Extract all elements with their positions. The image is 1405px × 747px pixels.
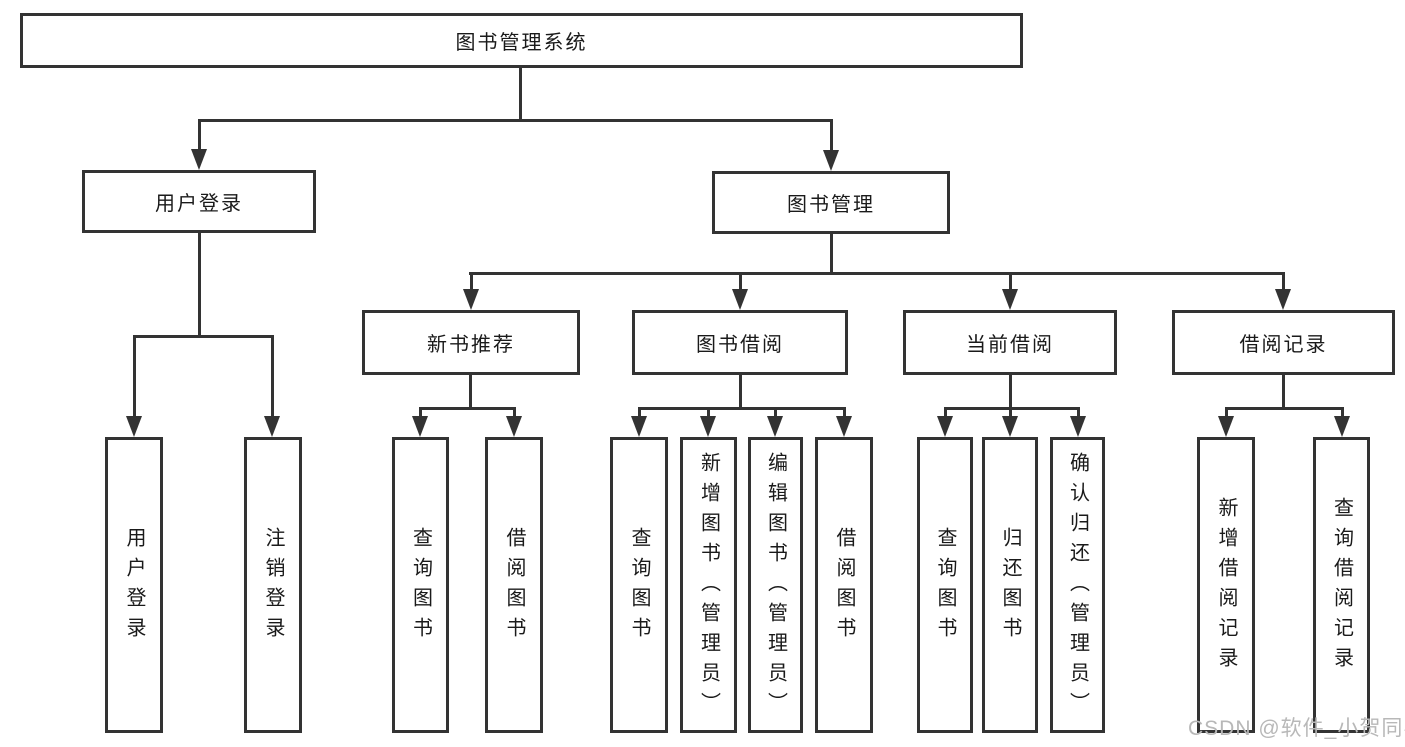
connector-line <box>419 407 422 419</box>
node-borrowing-records: 借阅记录 <box>1172 310 1395 375</box>
node-new-book-recommendation: 新书推荐 <box>362 310 580 375</box>
connector-line <box>469 375 472 407</box>
leaf-query-books-borrowing: 查询图书 <box>610 437 668 733</box>
csdn-watermark: CSDN @软件_小贺同学 <box>1188 717 1405 740</box>
connector-line <box>843 407 846 419</box>
arrow-down-icon <box>631 416 647 437</box>
leaf-query-books-recommend: 查询图书 <box>392 437 449 733</box>
leaf-query-borrow-record: 查询借阅记录 <box>1313 437 1370 733</box>
leaf-confirm-return-admin: 确认归还（管理员） <box>1050 437 1105 733</box>
connector-line <box>1282 272 1285 294</box>
arrow-down-icon <box>506 416 522 437</box>
leaf-edit-book-admin: 编辑图书（管理员） <box>748 437 803 733</box>
node-current-borrowing: 当前借阅 <box>903 310 1117 375</box>
arrow-down-icon <box>767 416 783 437</box>
arrow-down-icon <box>264 416 280 437</box>
connector-line <box>1009 407 1012 419</box>
connector-line <box>198 233 201 335</box>
arrow-down-icon <box>1275 289 1291 310</box>
connector-line <box>1009 272 1012 294</box>
leaf-add-borrow-record: 新增借阅记录 <box>1197 437 1255 733</box>
node-library-management-system: 图书管理系统 <box>20 13 1023 68</box>
connector-line <box>739 272 742 294</box>
arrow-down-icon <box>126 416 142 437</box>
leaf-user-login: 用户登录 <box>105 437 163 733</box>
arrow-down-icon <box>1334 416 1350 437</box>
arrow-down-icon <box>823 150 839 171</box>
connector-line <box>830 234 833 272</box>
connector-line <box>1341 407 1344 419</box>
connector-line <box>739 375 742 407</box>
node-book-management: 图书管理 <box>712 171 950 234</box>
leaf-logout: 注销登录 <box>244 437 302 733</box>
connector-line <box>830 119 833 151</box>
leaf-return-books: 归还图书 <box>982 437 1038 733</box>
arrow-down-icon <box>1218 416 1234 437</box>
leaf-borrow-books-borrowing: 借阅图书 <box>815 437 873 733</box>
arrow-down-icon <box>1070 416 1086 437</box>
connector-line <box>1077 407 1080 419</box>
connector-line <box>774 407 777 419</box>
arrow-down-icon <box>463 289 479 310</box>
connector-line <box>944 407 947 419</box>
arrow-down-icon <box>412 416 428 437</box>
connector-line <box>1225 407 1344 410</box>
arrow-down-icon <box>191 149 207 170</box>
connector-line <box>1009 375 1012 407</box>
arrow-down-icon <box>700 416 716 437</box>
connector-line <box>638 407 641 419</box>
connector-line <box>469 272 1285 275</box>
connector-line <box>419 407 516 410</box>
arrow-down-icon <box>937 416 953 437</box>
connector-line <box>638 407 846 410</box>
leaf-add-book-admin: 新增图书（管理员） <box>680 437 737 733</box>
connector-line <box>271 335 274 417</box>
node-book-borrowing: 图书借阅 <box>632 310 848 375</box>
connector-line <box>1225 407 1228 419</box>
connector-line <box>470 272 473 294</box>
arrow-down-icon <box>732 289 748 310</box>
connector-line <box>707 407 710 419</box>
connector-line <box>198 119 832 122</box>
connector-line <box>1282 375 1285 407</box>
connector-line <box>198 119 201 151</box>
connector-line <box>133 335 136 417</box>
connector-line <box>513 407 516 419</box>
connector-line <box>519 68 522 120</box>
connector-line <box>944 407 1080 410</box>
arrow-down-icon <box>1002 289 1018 310</box>
arrow-down-icon <box>1002 416 1018 437</box>
connector-line <box>133 335 274 338</box>
arrow-down-icon <box>836 416 852 437</box>
node-user-login: 用户登录 <box>82 170 316 233</box>
leaf-borrow-books-recommend: 借阅图书 <box>485 437 543 733</box>
leaf-query-books-current: 查询图书 <box>917 437 973 733</box>
